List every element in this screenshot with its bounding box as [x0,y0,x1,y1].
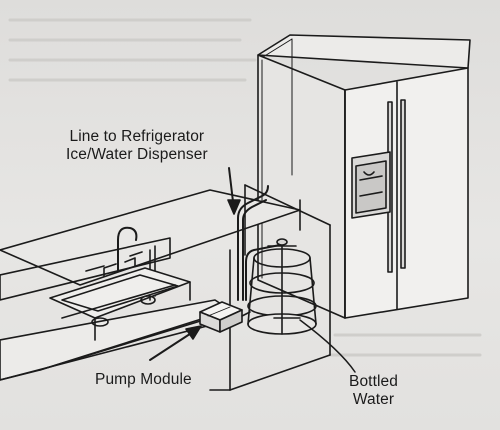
callout-arrows [149,167,356,373]
water-line [237,185,281,301]
pump-module-label: Pump Module [95,371,192,388]
bottled-water-label: Bottled Water [349,373,398,409]
pump-module [199,301,251,333]
refrigerator [257,34,471,319]
sink [49,226,191,341]
bottled-water-label-line2: Water [352,391,395,408]
line-to-refrigerator-label: Line to Refrigerator Ice/Water Dispenser [66,128,208,164]
bottled-water-label-line1: Bottled [349,373,398,390]
counter [0,189,301,381]
line-to-refrigerator-label-line2: Ice/Water Dispenser [66,146,208,163]
line-to-refrigerator-label-line1: Line to Refrigerator [69,128,205,145]
